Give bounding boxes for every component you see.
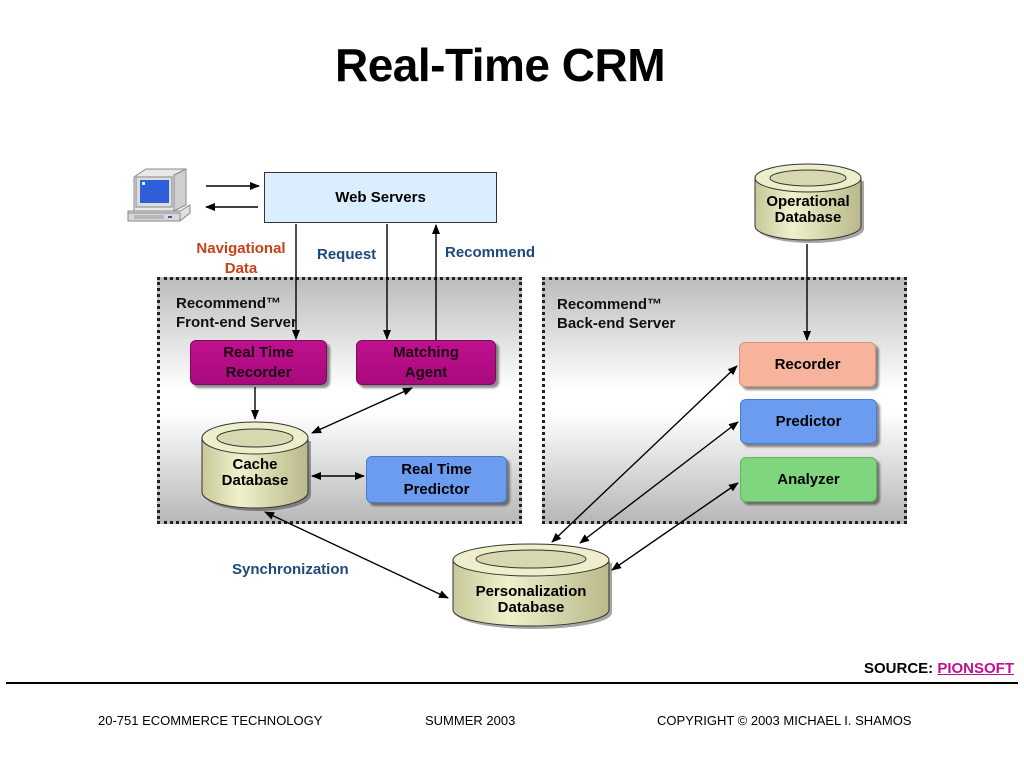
web-servers-box[interactable]: Web Servers (264, 172, 497, 223)
matching-agent-box[interactable]: Matching Agent (356, 340, 496, 385)
recommend-label: Recommend (445, 244, 536, 261)
front-end-title-line2: Front-end Server (176, 314, 297, 331)
personalization-database-line1: Personalization (475, 583, 587, 600)
cache-database[interactable]: Cache Database (198, 420, 312, 512)
operational-database[interactable]: Operational Database (752, 162, 864, 244)
recorder-label: Recorder (774, 355, 841, 373)
predictor-box[interactable]: Predictor (740, 399, 877, 444)
real-time-predictor-box[interactable]: Real Time Predictor (366, 456, 507, 503)
footer-term: SUMMER 2003 (425, 713, 516, 728)
analyzer-box[interactable]: Analyzer (740, 457, 877, 502)
personalization-database-line2: Database (497, 599, 565, 616)
predictor-label: Predictor (775, 412, 842, 430)
source-credit: SOURCE: PIONSOFT (864, 660, 1014, 677)
synchronization-label: Synchronization (232, 561, 349, 578)
navigational-line2: Data (224, 260, 258, 277)
real-time-predictor-line1: Real Time (401, 460, 472, 478)
cache-database-line1: Cache (232, 456, 278, 473)
analyzer-label: Analyzer (777, 470, 840, 488)
footer-divider (6, 682, 1018, 684)
personalization-database[interactable]: Personalization Database (450, 542, 612, 630)
operational-database-line1: Operational (766, 193, 850, 210)
real-time-predictor-line2: Predictor (403, 480, 470, 498)
real-time-recorder-line2: Recorder (225, 363, 292, 381)
web-servers-label: Web Servers (335, 188, 426, 206)
real-time-recorder-box[interactable]: Real Time Recorder (190, 340, 327, 385)
desktop-computer-icon (124, 165, 198, 227)
footer-copyright: COPYRIGHT © 2003 MICHAEL I. SHAMOS (657, 713, 912, 728)
source-prefix: SOURCE: (863, 660, 934, 677)
matching-agent-line1: Matching (393, 343, 459, 361)
front-end-server-title: Recommend™ Front-end Server (176, 294, 297, 332)
arrow-sync (264, 511, 449, 599)
navigational-line1: Navigational (196, 240, 286, 257)
back-end-title-line1: Recommend™ (557, 296, 663, 313)
source-link[interactable]: PIONSOFT (937, 660, 1014, 677)
matching-agent-line2: Agent (404, 363, 448, 381)
real-time-recorder-line1: Real Time (223, 343, 294, 361)
request-label: Request (317, 246, 377, 263)
slide-title: Real-Time CRM (334, 39, 666, 91)
cache-database-line2: Database (221, 472, 289, 489)
footer-course: 20-751 ECOMMERCE TECHNOLOGY (98, 713, 323, 728)
recorder-box[interactable]: Recorder (739, 342, 876, 387)
back-end-title-line2: Back-end Server (557, 315, 676, 332)
navigational-data-label: Navigational Data (185, 239, 297, 279)
back-end-server-title: Recommend™ Back-end Server (557, 295, 675, 333)
front-end-title-line1: Recommend™ (176, 295, 282, 312)
operational-database-line2: Database (774, 209, 842, 226)
